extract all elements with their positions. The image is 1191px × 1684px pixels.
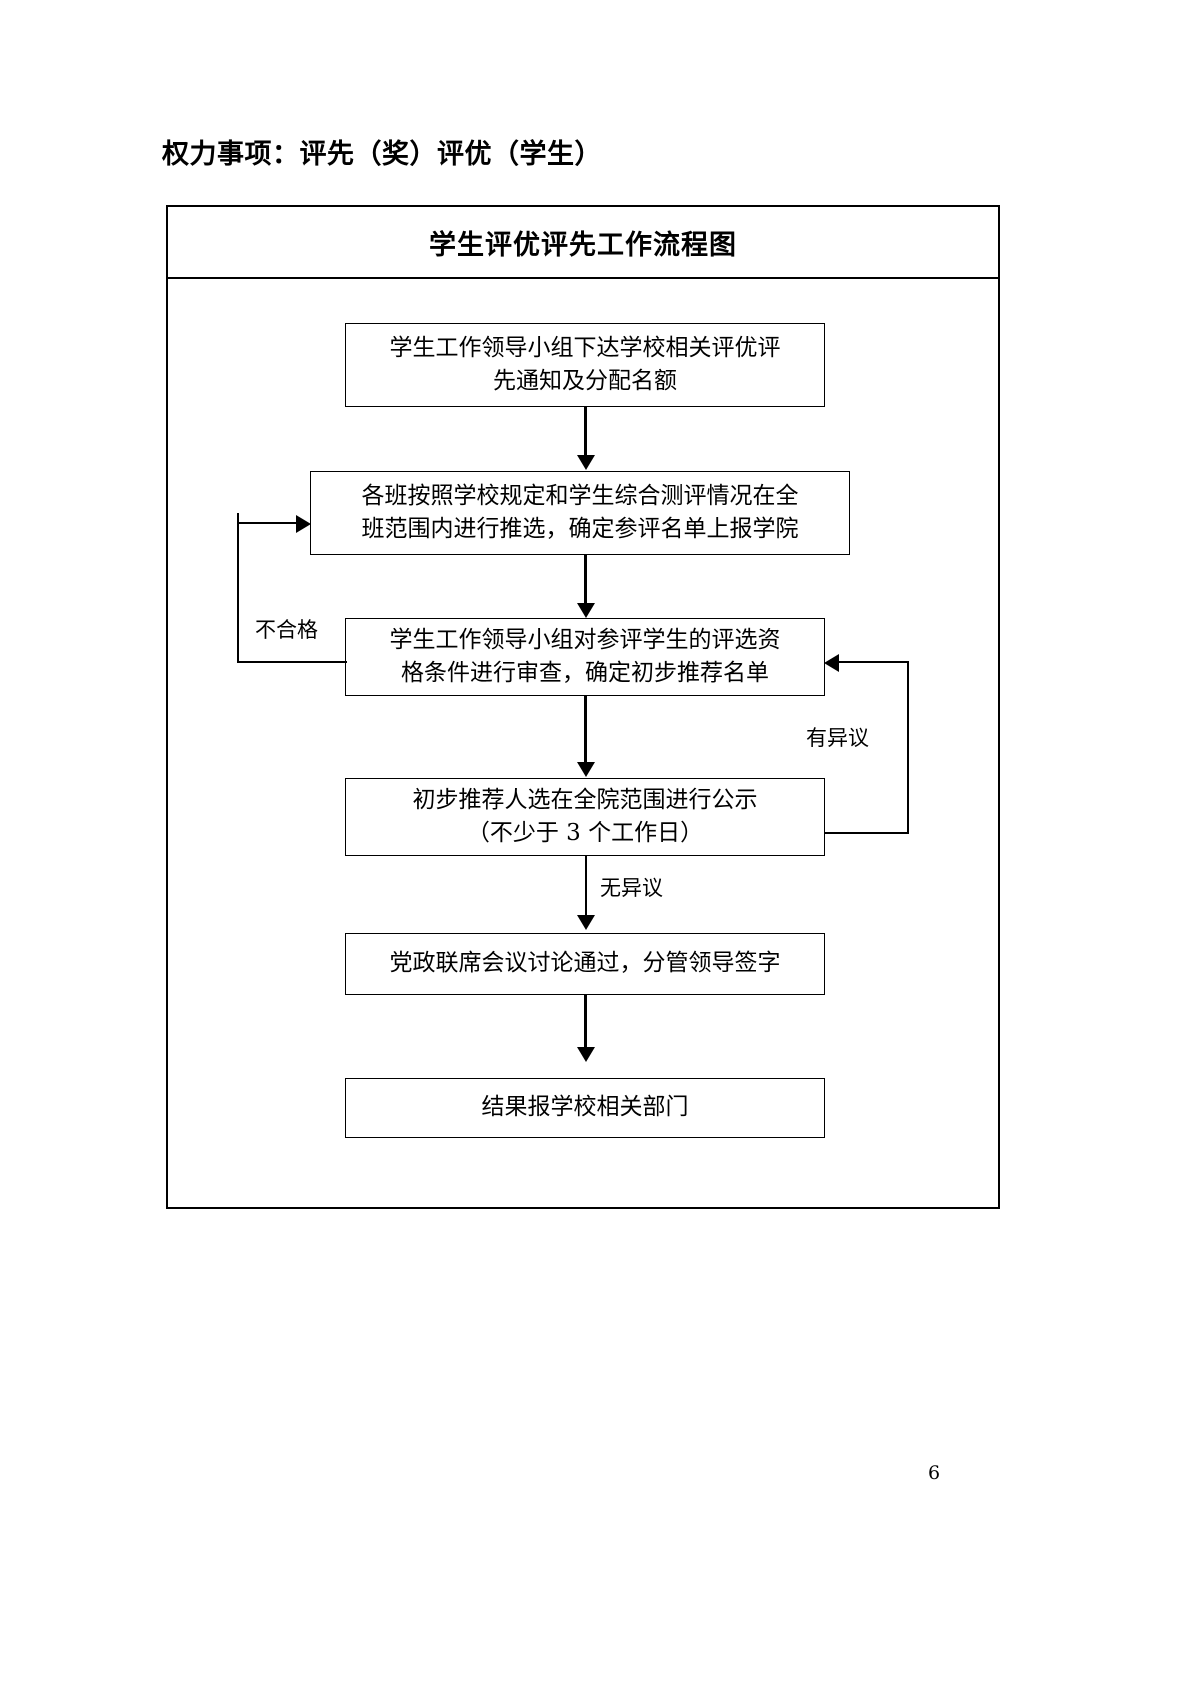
arrowhead-3-4 <box>577 762 595 777</box>
loop-unqualified-segment-vertical <box>237 513 239 663</box>
arrowhead-4-5 <box>577 915 595 930</box>
connector-5-6 <box>584 995 587 1047</box>
loop-objection-segment-vertical <box>907 661 909 834</box>
flow-node-qualification-review-line1: 学生工作领导小组对参评学生的评选资 <box>389 626 781 653</box>
loop-unqualified-segment-bottom <box>237 661 347 663</box>
flow-node-report-result: 结果报学校相关部门 <box>345 1078 825 1138</box>
page-title: 权力事项：评先（奖）评优（学生） <box>162 139 602 170</box>
connector-1-2 <box>584 407 587 455</box>
flow-node-qualification-review: 学生工作领导小组对参评学生的评选资 格条件进行审查，确定初步推荐名单 <box>345 618 825 696</box>
flow-node-notice: 学生工作领导小组下达学校相关评优评 先通知及分配名额 <box>345 323 825 407</box>
flow-node-report-result-line1: 结果报学校相关部门 <box>481 1094 689 1121</box>
connector-4-5 <box>585 856 587 918</box>
arrowhead-unqualified <box>296 515 311 533</box>
edge-label-unqualified: 不合格 <box>255 618 318 642</box>
flow-node-class-selection: 各班按照学校规定和学生综合测评情况在全 班范围内进行推选，确定参评名单上报学院 <box>310 471 850 555</box>
edge-label-objection: 有异议 <box>806 726 869 750</box>
arrowhead-2-3 <box>577 603 595 618</box>
flowchart-header-text: 学生评优评先工作流程图 <box>429 229 737 261</box>
flow-node-joint-meeting: 党政联席会议讨论通过，分管领导签字 <box>345 933 825 995</box>
connector-3-4 <box>584 696 587 762</box>
flow-node-class-selection-line1: 各班按照学校规定和学生综合测评情况在全 <box>361 482 799 509</box>
flow-node-public-notice-line1: 初步推荐人选在全院范围进行公示 <box>412 786 758 813</box>
flow-node-public-notice-line2: （不少于 3 个工作日） <box>466 820 704 846</box>
flow-node-public-notice: 初步推荐人选在全院范围进行公示 （不少于 3 个工作日） <box>345 778 825 856</box>
flow-node-class-selection-line2: 班范围内进行推选，确定参评名单上报学院 <box>361 516 799 542</box>
edge-label-no-objection: 无异议 <box>600 876 663 900</box>
flow-node-qualification-review-line2: 格条件进行审查，确定初步推荐名单 <box>401 660 769 686</box>
arrowhead-objection <box>824 654 839 672</box>
flow-node-notice-line2: 先通知及分配名额 <box>493 368 677 394</box>
arrowhead-5-6 <box>577 1047 595 1062</box>
flow-node-joint-meeting-line1: 党政联席会议讨论通过，分管领导签字 <box>389 950 781 977</box>
page-number: 6 <box>928 1462 941 1484</box>
arrowhead-1-2 <box>577 455 595 470</box>
connector-2-3 <box>584 555 587 603</box>
loop-unqualified-segment-top <box>237 522 297 524</box>
flow-node-notice-line1: 学生工作领导小组下达学校相关评优评 <box>389 334 781 361</box>
flowchart-header: 学生评优评先工作流程图 <box>168 207 998 279</box>
loop-objection-segment-top <box>839 661 909 663</box>
flowchart-frame: 学生评优评先工作流程图 <box>166 205 1000 1209</box>
loop-objection-segment-bottom <box>824 832 909 834</box>
